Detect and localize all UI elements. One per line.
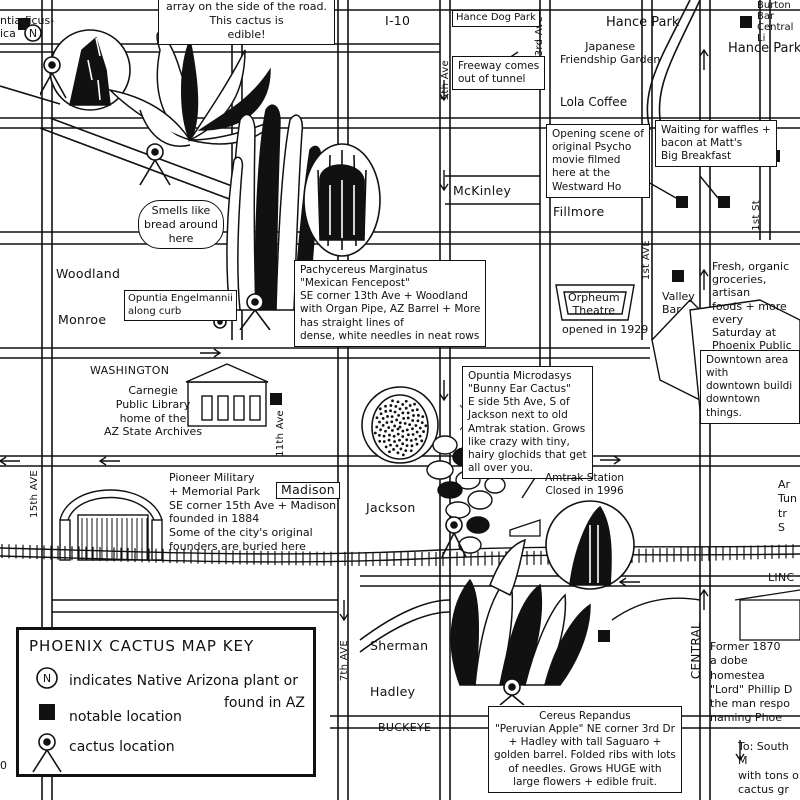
note-pachycereus: Pachycereus Marginatus "Mexican Fencepos… xyxy=(294,260,487,347)
place-hance-park: Hance Park xyxy=(606,15,680,30)
carnegie-library-drawing xyxy=(185,363,269,427)
street-madison: Madison xyxy=(276,482,341,499)
amtrak-station-drawing xyxy=(509,519,541,537)
note-smells-like-bread: Smells like bread around here xyxy=(138,200,224,250)
notable-location-icon xyxy=(39,704,55,720)
map-legend: PHOENIX CACTUS MAP KEY N indicates Nativ… xyxy=(16,627,316,777)
note-edible-cactus: array on the side of the road. This cact… xyxy=(158,0,335,46)
street-woodland: Woodland xyxy=(56,266,121,281)
note-amtrak-station: Amtrak Station Closed in 1996 xyxy=(545,472,625,497)
note-cereus-repandus: Cereus Repandus "Peruvian Apple" NE corn… xyxy=(488,706,682,793)
street-hadley: Hadley xyxy=(370,684,416,699)
pioneer-park-gate-drawing xyxy=(59,489,163,561)
orpheum-marquee-drawing xyxy=(555,284,635,321)
note-opuntia-ficus: ntia ficus- ica xyxy=(0,14,55,41)
note-freeway: Freeway comes out of tunnel xyxy=(452,56,546,91)
legend-cactus-text: cactus location xyxy=(69,739,175,755)
cactus-location-pin-icon xyxy=(32,733,62,773)
corner-zero: 0 xyxy=(0,759,7,772)
street-i10: I-10 xyxy=(385,13,411,28)
legend-native-symbol: N xyxy=(43,672,51,685)
place-valley-bar: Valley Bar xyxy=(662,290,695,317)
place-burton-barr-library: Burton Bar Central Li xyxy=(757,0,794,44)
legend-title: PHOENIX CACTUS MAP KEY xyxy=(29,637,255,655)
note-waffles: Waiting for waffles + bacon at Matt's Bi… xyxy=(655,120,777,168)
barrel-cactus-drawing xyxy=(303,143,381,257)
cereus-repandus-drawing xyxy=(450,538,591,686)
place-orpheum-opened: opened in 1929 xyxy=(562,323,649,336)
cactus-illustrations-north xyxy=(40,29,381,330)
note-public-market: Fresh, organic groceries, artisan foods … xyxy=(712,260,792,365)
legend-native-text-2: found in AZ xyxy=(224,695,305,711)
place-japanese-garden: Japanese Friendship Garden xyxy=(560,40,661,67)
place-carnegie-library: Carnegie Public Library home of the AZ S… xyxy=(104,384,203,439)
street-mckinley: McKinley xyxy=(453,183,512,198)
legend-icons: N xyxy=(32,667,62,773)
street-lincoln: LINC xyxy=(768,571,795,584)
street-monroe: Monroe xyxy=(58,312,107,327)
street-fillmore: Fillmore xyxy=(553,204,605,219)
street-jackson: Jackson xyxy=(366,500,416,515)
note-south-mountain: To: South M with tons o cactus gr xyxy=(738,740,799,796)
place-hance-park-east: Hance Park xyxy=(728,41,800,56)
note-right-mid: Ar Tun tr S xyxy=(778,478,797,534)
legend-notable-text: notable location xyxy=(69,709,182,725)
place-lola-coffee: Lola Coffee xyxy=(560,95,628,109)
note-opuntia-microdasys: Opuntia Microdasys "Bunny Ear Cactus" E … xyxy=(462,366,593,479)
agave-drawing xyxy=(107,31,278,147)
street-washington: WASHINGTON xyxy=(90,364,170,377)
note-psycho: Opening scene of original Psycho movie f… xyxy=(546,124,650,198)
cactus-illustrations-south xyxy=(361,386,635,705)
saguaro-circle-drawing xyxy=(545,500,635,590)
note-downtown: Downtown area with downtown buildi downt… xyxy=(700,350,800,424)
place-hance-dog-park: Hance Dog Park xyxy=(452,10,540,27)
street-buckeye: BUCKEYE xyxy=(378,721,432,734)
place-orpheum-theatre: Orpheum Theatre xyxy=(568,291,620,317)
adobe-homestead-drawing xyxy=(734,589,800,641)
note-opuntia-engelmannii: Opuntia Engelmannii along curb xyxy=(124,290,237,321)
note-former-homestead: Former 1870 a dobe homestea "Lord" Phill… xyxy=(710,640,793,725)
native-az-plant-icon xyxy=(24,24,42,42)
native-az-plant-icon xyxy=(36,667,58,689)
legend-native-text: indicates Native Arizona plant or xyxy=(69,673,298,689)
native-icon-label: N xyxy=(29,27,37,40)
note-pioneer-park: Pioneer Military + Memorial Park SE corn… xyxy=(169,471,337,553)
street-sherman: Sherman xyxy=(370,638,429,653)
